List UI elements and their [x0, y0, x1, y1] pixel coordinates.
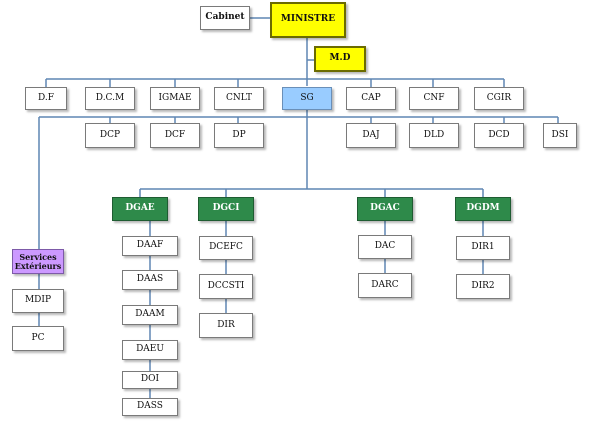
box-cgir: CGIR [474, 87, 524, 110]
box-dcefc: DCEFC [199, 236, 253, 260]
box-cnlt: CNLT [214, 87, 264, 110]
box-dsi: DSI [543, 123, 577, 148]
box-igmae: IGMAE [150, 87, 200, 110]
box-dir1: DIR1 [456, 236, 510, 260]
box-cnf: CNF [409, 87, 459, 110]
box-daj: DAJ [346, 123, 396, 148]
box-doi: DOI [122, 371, 178, 389]
box-dgci: DGCI [198, 197, 254, 221]
box-daam: DAAM [122, 305, 178, 325]
box-dcm: D.C.M [85, 87, 135, 110]
box-daaf: DAAF [122, 236, 178, 256]
box-daeu: DAEU [122, 340, 178, 360]
box-cabinet: Cabinet [200, 6, 250, 30]
box-dp: DP [214, 123, 264, 148]
box-dgac: DGAC [357, 197, 413, 221]
box-dir: DIR [199, 313, 253, 338]
box-sg: SG [282, 87, 332, 110]
box-dgae: DGAE [112, 197, 168, 221]
box-df: D.F [25, 87, 67, 110]
box-pc: PC [12, 326, 64, 351]
box-mdip: MDIP [12, 289, 64, 313]
box-dac: DAC [358, 235, 412, 259]
box-cap: CAP [346, 87, 396, 110]
box-dir2: DIR2 [456, 274, 510, 299]
box-dcp: DCP [85, 123, 135, 148]
box-dass: DASS [122, 398, 178, 416]
box-ministre: MINISTRE [270, 2, 346, 38]
box-services-exterieurs: Services Extérieurs [12, 249, 64, 274]
box-dcf: DCF [150, 123, 200, 148]
box-daas: DAAS [122, 270, 178, 290]
box-dccsti: DCCSTI [199, 274, 253, 299]
box-dcd: DCD [474, 123, 524, 148]
box-darc: DARC [358, 273, 412, 298]
box-dld: DLD [409, 123, 459, 148]
box-dgdm: DGDM [455, 197, 511, 221]
box-md: M.D [314, 46, 366, 72]
